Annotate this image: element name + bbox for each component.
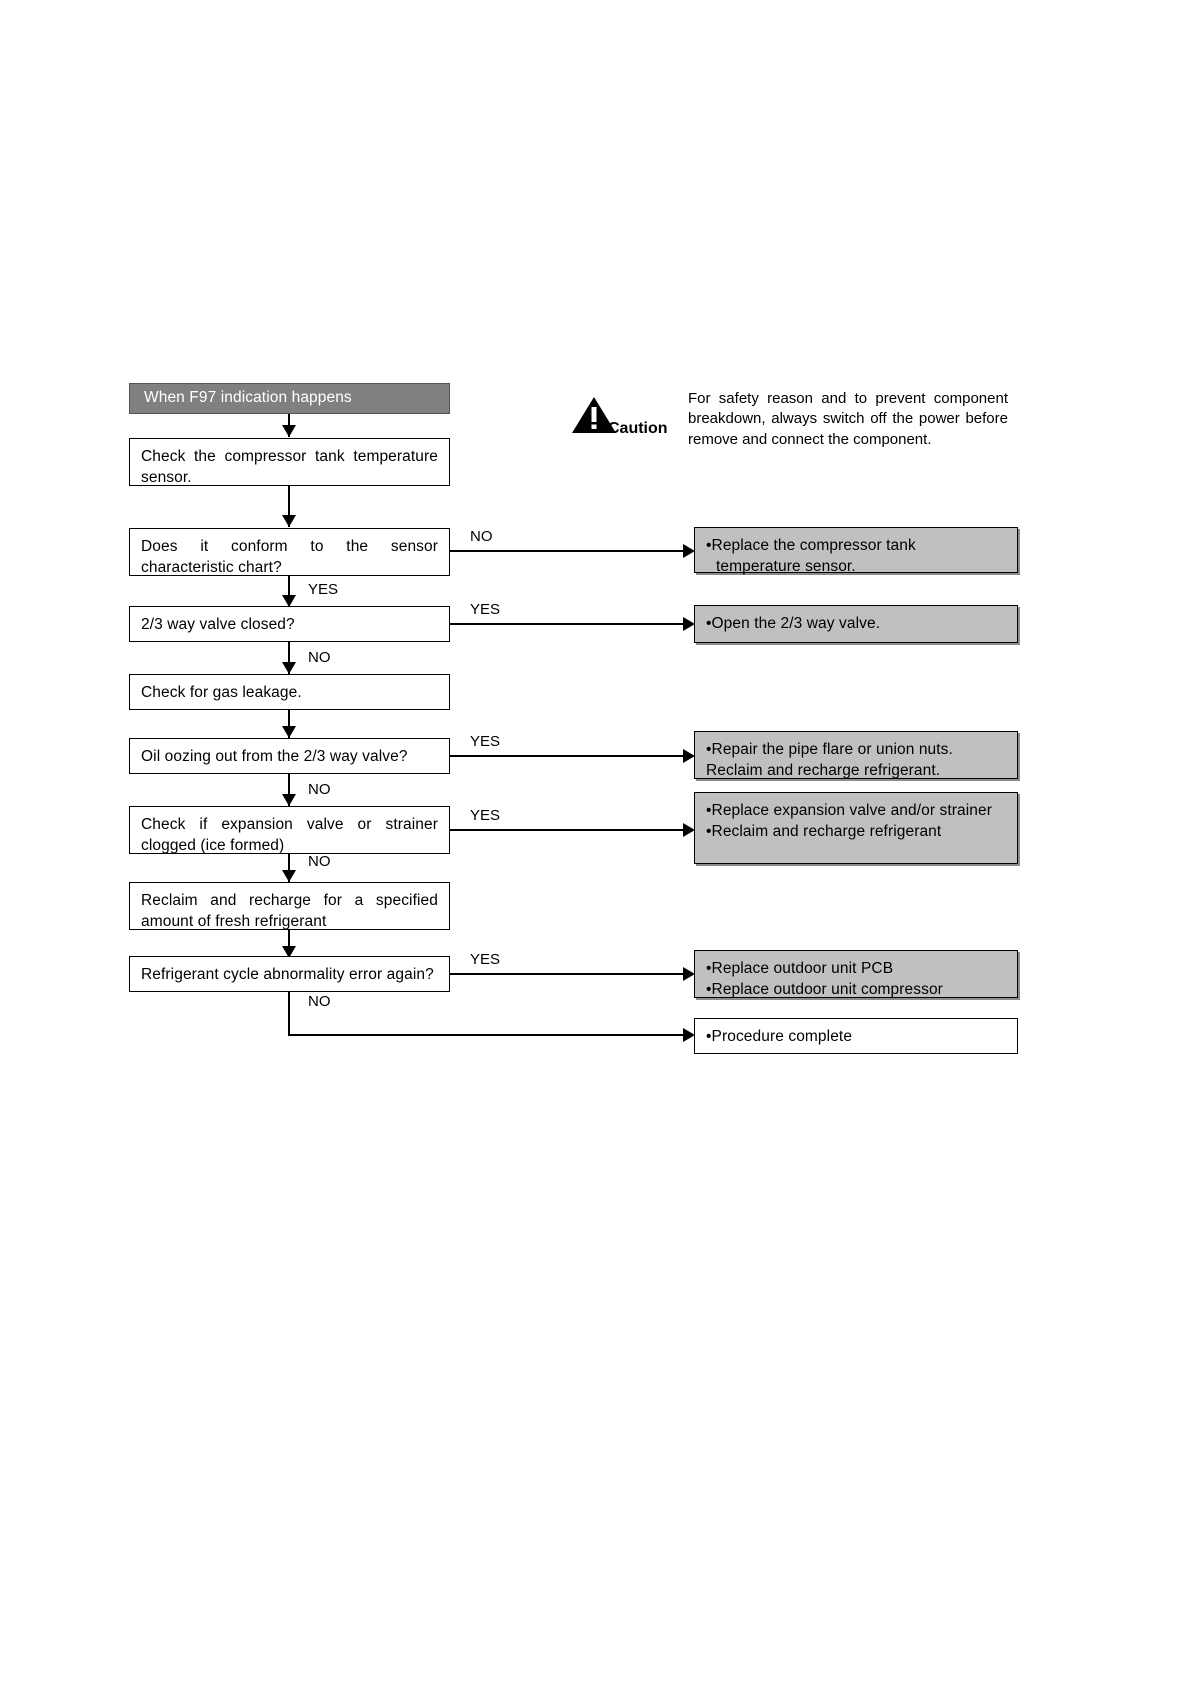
warning-triangle-icon xyxy=(572,397,616,433)
edge-label-step2-no: NO xyxy=(470,528,493,545)
outcome-box-open-way-valve: •Open the 2/3 way valve. xyxy=(694,605,1018,643)
arrow-step3-yes xyxy=(683,617,695,631)
step-box-check-sensor-label: Check the compressor tank temperature se… xyxy=(141,448,438,486)
flowchart-header-label: When F97 indication happens xyxy=(144,389,352,407)
step-box-check-sensor: Check the compressor tank temperature se… xyxy=(129,438,450,486)
edge-label-step2-yes: YES xyxy=(308,581,339,598)
outcome-box-procedure-complete: •Procedure complete xyxy=(694,1018,1018,1054)
outcome-line: •Replace expansion valve and/or strainer xyxy=(706,802,993,819)
arrow-step1-to-step2 xyxy=(282,515,296,527)
connector-step1-to-step2 xyxy=(288,486,290,527)
connector-step6-no xyxy=(288,854,290,882)
arrow-step2-no xyxy=(683,544,695,558)
caution-label: Caution xyxy=(608,420,668,437)
arrow-step6-yes xyxy=(683,823,695,837)
outcome-box-replace-sensor: •Replace the compressor tank temperature… xyxy=(694,527,1018,575)
edge-label-step6-no: NO xyxy=(308,853,331,870)
step-box-check-gas-leakage-label: Check for gas leakage. xyxy=(141,684,302,701)
arrow-header-to-step1 xyxy=(282,425,296,437)
decision-box-refrigerant-cycle-abnormality-label: Refrigerant cycle abnormality error agai… xyxy=(141,966,434,983)
arrow-step2-yes xyxy=(282,595,296,607)
caution-block xyxy=(570,395,690,445)
step-box-reclaim-recharge-label: Reclaim and recharge for a specified amo… xyxy=(141,892,438,930)
edge-label-step3-yes: YES xyxy=(470,601,501,618)
outcome-line: temperature sensor. xyxy=(716,557,856,575)
decision-box-expansion-valve-clogged-label: Check if expansion valve or strainer clo… xyxy=(141,816,438,854)
caution-text: For safety reason and to prevent compone… xyxy=(688,390,1008,448)
edge-label-step5-yes: YES xyxy=(470,733,501,750)
connector-step8-no-vertical xyxy=(288,992,290,1036)
connector-step7-to-step8 xyxy=(288,930,290,958)
decision-box-way-valve-closed-label: 2/3 way valve closed? xyxy=(141,616,295,633)
connector-step2-yes xyxy=(288,576,290,606)
outcome-line: •Replace the compressor tank xyxy=(706,537,916,554)
outcome-line: •Reclaim and recharge refrigerant xyxy=(706,822,942,840)
decision-box-oil-oozing: Oil oozing out from the 2/3 way valve? xyxy=(129,738,450,774)
step-box-reclaim-recharge: Reclaim and recharge for a specified amo… xyxy=(129,882,450,930)
arrow-step8-yes xyxy=(683,967,695,981)
arrow-step4-to-step5 xyxy=(282,726,296,738)
decision-box-sensor-characteristic-label: Does it conform to the sensor characteri… xyxy=(141,538,438,576)
outcome-line: Reclaim and recharge refrigerant. xyxy=(706,761,941,779)
connector-step8-no-horizontal xyxy=(288,1034,690,1036)
outcome-line: •Replace outdoor unit compressor xyxy=(706,980,943,998)
decision-box-refrigerant-cycle-abnormality: Refrigerant cycle abnormality error agai… xyxy=(129,956,450,992)
connector-step4-to-step5 xyxy=(288,710,290,738)
outcome-line: •Repair the pipe flare or union nuts. xyxy=(706,741,953,758)
edge-label-step6-yes: YES xyxy=(470,807,501,824)
connector-step3-yes-horizontal xyxy=(450,623,690,625)
step-box-check-gas-leakage: Check for gas leakage. xyxy=(129,674,450,710)
arrow-step7-to-step8 xyxy=(282,946,296,958)
edge-label-step8-no: NO xyxy=(308,993,331,1010)
edge-label-step3-no: NO xyxy=(308,649,331,666)
arrow-step8-no xyxy=(683,1028,695,1042)
decision-box-oil-oozing-label: Oil oozing out from the 2/3 way valve? xyxy=(141,748,408,765)
edge-label-step5-no: NO xyxy=(308,781,331,798)
flowchart-header-box: When F97 indication happens xyxy=(129,383,450,414)
arrow-step3-no xyxy=(282,662,296,674)
outcome-line: •Procedure complete xyxy=(706,1028,853,1045)
connector-step3-no xyxy=(288,642,290,674)
arrow-step5-no xyxy=(282,794,296,806)
edge-label-step8-yes: YES xyxy=(470,951,501,968)
outcome-line: •Open the 2/3 way valve. xyxy=(706,615,881,632)
connector-step6-yes-horizontal xyxy=(450,829,690,831)
decision-box-sensor-characteristic: Does it conform to the sensor characteri… xyxy=(129,528,450,576)
outcome-box-replace-expansion-valve: •Replace expansion valve and/or strainer… xyxy=(694,792,1018,864)
decision-box-way-valve-closed: 2/3 way valve closed? xyxy=(129,606,450,642)
outcome-line: •Replace outdoor unit PCB xyxy=(706,960,894,977)
connector-step8-yes-horizontal xyxy=(450,973,690,975)
outcome-box-replace-pcb-compressor: •Replace outdoor unit PCB •Replace outdo… xyxy=(694,950,1018,998)
decision-box-expansion-valve-clogged: Check if expansion valve or strainer clo… xyxy=(129,806,450,854)
arrow-step6-no xyxy=(282,870,296,882)
arrow-step5-yes xyxy=(683,749,695,763)
outcome-box-repair-pipe-flare: •Repair the pipe flare or union nuts. Re… xyxy=(694,731,1018,779)
connector-step2-no-horizontal xyxy=(450,550,690,552)
connector-step5-no xyxy=(288,774,290,806)
connector-step5-yes-horizontal xyxy=(450,755,690,757)
